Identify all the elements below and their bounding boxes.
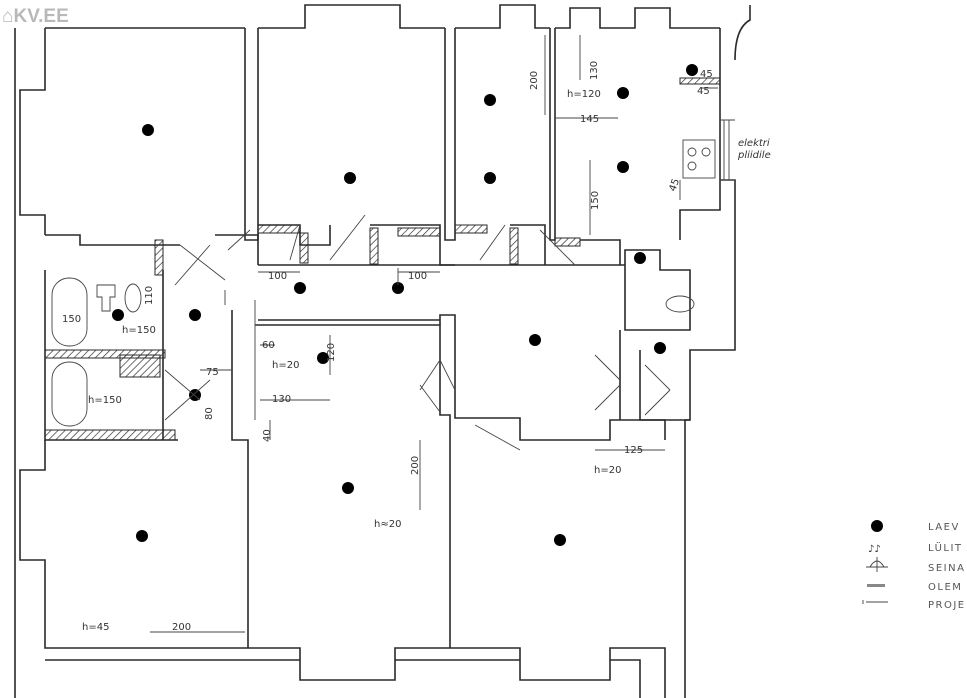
stove-note: pliidile: [737, 150, 771, 161]
ceiling-light-icon: [189, 309, 201, 321]
dimension-label: 130: [272, 394, 291, 405]
dimension-label: 45: [667, 177, 682, 193]
dimension-label: 80: [204, 407, 215, 420]
hatched-walls: [44, 77, 721, 441]
door-swings: [164, 214, 671, 451]
stove-note: elektri: [738, 138, 770, 149]
dimension-label: 45: [700, 69, 713, 80]
projected-line-icon: [862, 600, 888, 604]
bathroom-fixtures: [51, 119, 735, 427]
dimension-labels: 200 h=120 130 145 45 45 45 150 elektri p…: [62, 61, 771, 633]
toilet-icon: [665, 295, 695, 313]
dimension-label: 200: [529, 71, 540, 90]
dimension-label: h=20: [272, 360, 299, 371]
dimension-label: 100: [408, 271, 427, 282]
dimension-label: 110: [144, 286, 155, 305]
dimension-label: 150: [62, 314, 81, 325]
legend-label: PROJE: [928, 600, 966, 611]
dimension-label: h=150: [122, 325, 156, 336]
ceiling-light-icon: [112, 309, 124, 321]
kv-ee-logo: ⌂KV.EE: [2, 6, 69, 27]
ceiling-light-icon: [686, 64, 698, 76]
toilet-icon: [96, 284, 116, 312]
bathtub-icon: [51, 277, 88, 347]
dimension-label: h≈20: [374, 519, 401, 530]
switch-icon: ♪♪: [868, 544, 881, 555]
dimension-label: h=150: [88, 395, 122, 406]
ceiling-light-icon: [294, 282, 306, 294]
dimension-label: 130: [589, 61, 600, 80]
ceiling-light-icon: [617, 161, 629, 173]
ceiling-light-icon: [529, 334, 541, 346]
ceiling-light-icon: [617, 87, 629, 99]
dimension-label: 145: [580, 114, 599, 125]
dimension-label: 150: [590, 191, 601, 210]
dimension-label: 40: [262, 429, 273, 442]
dimension-label: h=45: [82, 622, 109, 633]
dimension-label: 100: [268, 271, 287, 282]
legend-label: LÜLIT: [928, 541, 963, 554]
dimension-label: 120: [326, 343, 337, 362]
sink-icon: [124, 283, 142, 313]
ceiling-light-icon: [654, 342, 666, 354]
dimension-label: h=120: [567, 89, 601, 100]
ceiling-light-icon: [142, 124, 154, 136]
existing-wall-icon: [867, 584, 885, 587]
legend: ♪♪ LAEV LÜLIT SEINA OLEM PROJE: [862, 520, 966, 611]
wall-socket-icon: [866, 557, 888, 572]
legend-label: SEINA: [928, 563, 965, 574]
ceiling-light-icon: [484, 172, 496, 184]
ceiling-light-icon: [871, 520, 883, 532]
ceiling-light-icon: [634, 252, 646, 264]
dimension-label: 75: [206, 367, 219, 378]
ceiling-light-icon: [344, 172, 356, 184]
dimension-lines: [150, 35, 718, 633]
dimension-label: 45: [697, 86, 710, 97]
logo-text: KV.EE: [13, 6, 69, 27]
dimension-label: 60: [262, 340, 275, 351]
legend-label: LAEV: [928, 522, 960, 533]
dimension-label: 125: [624, 445, 643, 456]
stove-icon: [682, 139, 716, 179]
dimension-label: 200: [172, 622, 191, 633]
ceiling-light-icon: [136, 530, 148, 542]
legend-label: OLEM: [928, 582, 962, 593]
ceiling-light-icon: [484, 94, 496, 106]
ceiling-light-icon: [554, 534, 566, 546]
dimension-label: 200: [410, 456, 421, 475]
dimension-label: h=20: [594, 465, 621, 476]
ceiling-light-icon: [342, 482, 354, 494]
bathtub-icon: [51, 361, 88, 427]
